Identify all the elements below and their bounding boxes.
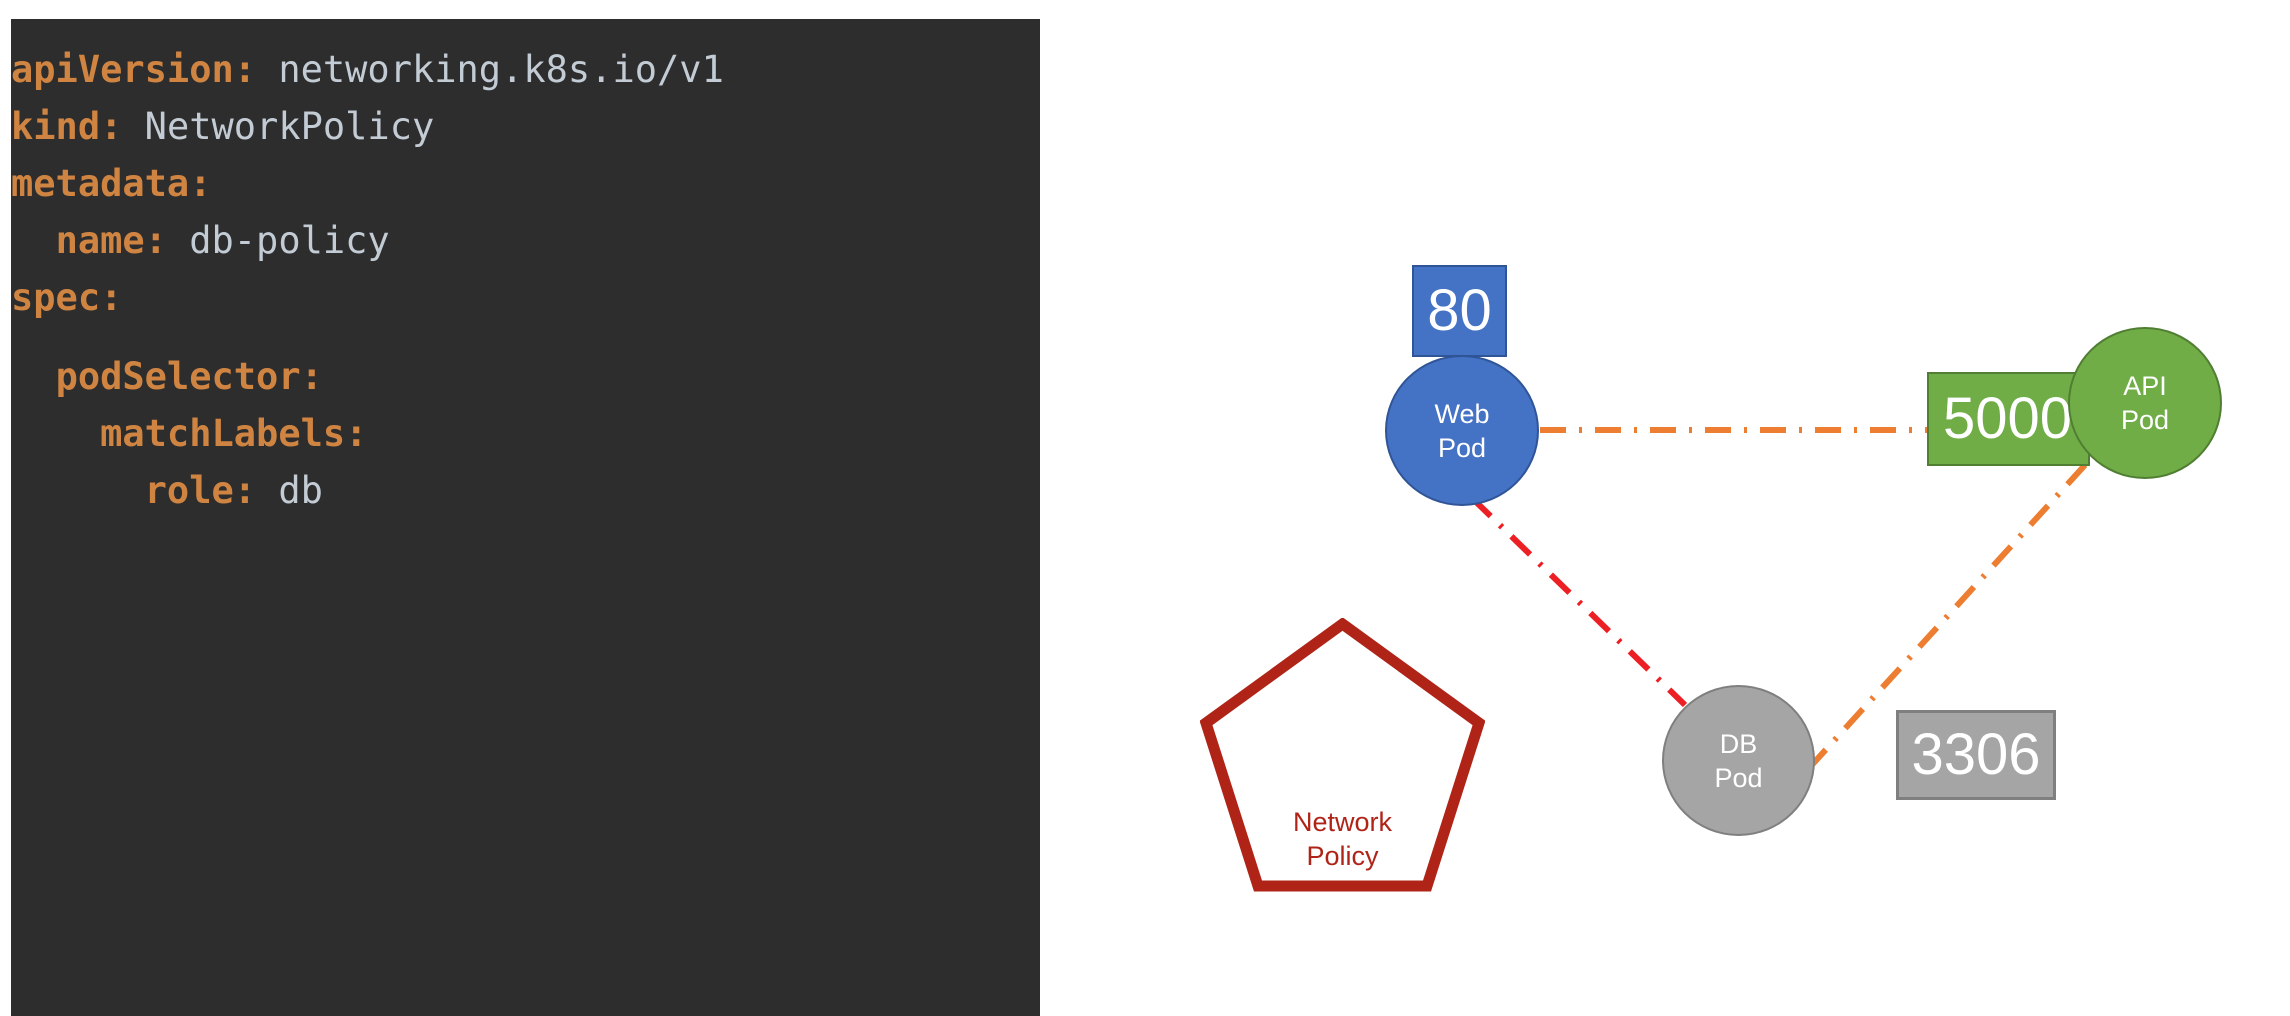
db-pod-label-line2: Pod xyxy=(1714,762,1763,793)
api-pod-label-line2: Pod xyxy=(2120,405,2170,435)
yaml-value: networking.k8s.io/v1 xyxy=(256,48,724,91)
code-line: role: db xyxy=(11,462,1040,519)
code-line: matchLabels: xyxy=(11,405,1040,462)
network-policy-diagram: Network Policy 80 Web Pod 5000 API Pod D… xyxy=(1040,0,2290,1016)
edge-api-to-db xyxy=(1797,462,2088,781)
web-pod-label-line2: Pod xyxy=(1437,432,1487,463)
network-policy-label-line2: Policy xyxy=(1306,841,1379,871)
network-policy-pentagon-icon xyxy=(1200,618,1485,892)
node-db-pod[interactable]: DB Pod xyxy=(1662,685,1815,836)
web-pod-label-line1: Web xyxy=(1434,398,1490,429)
code-line: apiVersion: networking.k8s.io/v1 xyxy=(11,41,1040,98)
db-pod-port-badge: 3306 xyxy=(1896,710,2056,800)
yaml-key: role: xyxy=(144,469,257,512)
db-pod-label-line1: DB xyxy=(1719,728,1758,759)
yaml-indent xyxy=(11,355,56,398)
code-blank-line xyxy=(11,326,1040,348)
yaml-key: name: xyxy=(55,219,167,262)
yaml-key: podSelector: xyxy=(55,355,323,398)
yaml-key: kind: xyxy=(11,105,123,148)
code-line: podSelector: xyxy=(11,348,1040,405)
web-pod-port-badge: 80 xyxy=(1412,265,1507,357)
node-web-pod[interactable]: Web Pod xyxy=(1385,355,1539,506)
yaml-key: matchLabels: xyxy=(100,412,368,455)
yaml-indent xyxy=(11,219,56,262)
yaml-indent xyxy=(11,412,100,455)
code-line: spec: xyxy=(11,269,1040,326)
yaml-value: db-policy xyxy=(166,219,390,262)
edge-layer xyxy=(1469,427,2088,781)
yaml-value: NetworkPolicy xyxy=(122,105,435,148)
code-line: name: db-policy xyxy=(11,212,1040,269)
node-api-pod[interactable]: API Pod xyxy=(2068,327,2222,479)
yaml-key: apiVersion: xyxy=(11,48,257,91)
code-line: metadata: xyxy=(11,155,1040,212)
edge-web-to-db xyxy=(1469,495,1688,708)
yaml-indent xyxy=(11,469,145,512)
api-pod-label-line1: API xyxy=(2123,371,2167,401)
code-line: kind: NetworkPolicy xyxy=(11,98,1040,155)
yaml-key: spec: xyxy=(11,276,123,319)
yaml-code-panel: apiVersion: networking.k8s.io/v1 kind: N… xyxy=(11,19,1040,1016)
network-policy-label-line1: Network xyxy=(1292,807,1393,837)
api-pod-port-badge: 5000 xyxy=(1927,372,2090,466)
yaml-key: metadata: xyxy=(11,162,212,205)
network-policy-label: Network Policy xyxy=(1200,805,1485,873)
yaml-value: db xyxy=(256,469,323,512)
